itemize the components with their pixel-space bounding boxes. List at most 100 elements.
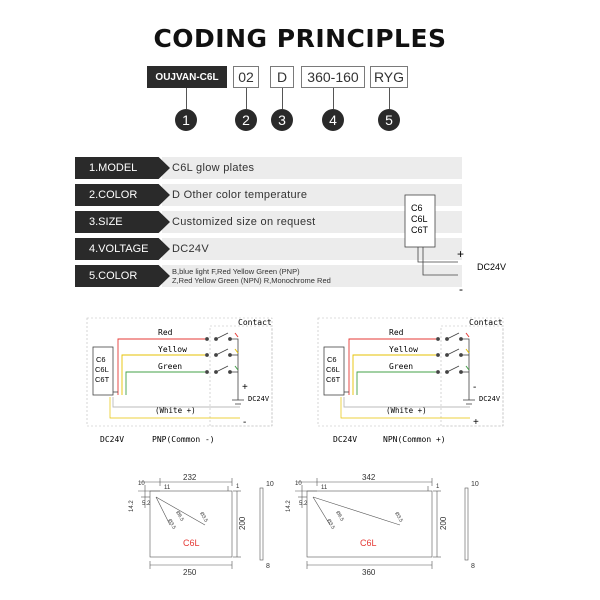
wire <box>422 247 458 276</box>
dashed-frame <box>317 317 504 427</box>
caption-voltage: DC24V <box>333 435 357 444</box>
dim-diameter: Ø3.5 <box>166 518 177 531</box>
device-box <box>404 194 436 248</box>
dim-offset: 10 <box>295 481 302 487</box>
device-label: C6T <box>95 375 110 384</box>
device-label: C6T <box>326 375 341 384</box>
dim-diameter: Ø3.5 <box>198 511 209 524</box>
page-title: CODING PRINCIPLES <box>153 24 447 53</box>
number-badge-5: 5 <box>378 109 400 131</box>
wire-label-red: Red <box>389 328 404 337</box>
number-badge-2: 2 <box>235 109 257 131</box>
dim-top: 342 <box>362 473 376 482</box>
plate-label: C6L <box>360 538 377 548</box>
wire-label-yellow: Yellow <box>158 345 187 354</box>
minus-sign: - <box>473 382 476 393</box>
connector-line <box>246 88 247 109</box>
device-label: C6L <box>95 365 109 374</box>
dim-bottom: 360 <box>362 568 376 577</box>
dim-edge: 1 <box>436 484 440 490</box>
device-label: C6L <box>411 214 428 224</box>
dim-edge: 1 <box>236 484 240 490</box>
dim-hole-offset: 5.2 <box>142 501 151 507</box>
dim-hole-distance: 11 <box>321 485 328 491</box>
voltage-label: DC24V <box>477 262 506 272</box>
dim-side-top: 10 <box>471 481 479 488</box>
voltage-label: DC24V <box>479 395 501 403</box>
dim-hole-vertical: 14.2 <box>286 500 292 512</box>
connector-line <box>186 88 187 109</box>
wire <box>109 397 240 419</box>
device-label: C6L <box>326 365 340 374</box>
spec-row-color-code: 5.COLOR B,blue light F,Red Yellow Green … <box>75 265 462 287</box>
minus-sign: - <box>459 282 463 296</box>
plus-sign: + <box>473 417 479 428</box>
connector-line <box>282 88 283 109</box>
dim-diameter: Ø3.5 <box>393 511 404 524</box>
number-badge-4: 4 <box>322 109 344 131</box>
plate-side <box>259 487 264 561</box>
dashed-frame <box>209 325 273 427</box>
dimension-drawing-left <box>138 478 264 569</box>
wire-red <box>348 338 436 395</box>
spec-key: 2.COLOR <box>75 184 170 206</box>
spec-value: D Other color temperature <box>162 184 462 206</box>
number-badge-3: 3 <box>271 109 293 131</box>
code-series: RYG <box>370 66 408 88</box>
connector-line <box>333 88 334 109</box>
spec-value: DC24V <box>162 238 462 260</box>
spec-key: 5.COLOR <box>75 265 170 287</box>
wire <box>340 397 470 419</box>
spec-key: 4.VOLTAGE <box>75 238 170 260</box>
contact-label: Contact <box>238 318 272 327</box>
caption-type: NPN(Common +) <box>383 435 446 444</box>
wire-label-yellow: Yellow <box>389 345 418 354</box>
spec-row-size: 3.SIZE Customized size on request <box>75 211 462 233</box>
device-label: C6T <box>411 225 429 235</box>
wire-label-green: Green <box>389 362 413 371</box>
dimension-drawing-right <box>295 478 469 569</box>
plate-label: C6L <box>183 538 200 548</box>
contact-label: Contact <box>469 318 503 327</box>
dim-height: 200 <box>238 516 247 530</box>
dim-hole-offset: 5.2 <box>299 501 308 507</box>
dim-side-top: 10 <box>266 481 274 488</box>
device-label: C6 <box>327 355 337 364</box>
device-box <box>92 346 114 396</box>
plus-sign: + <box>457 247 464 261</box>
wire-yellow <box>352 354 436 395</box>
wire-yellow <box>121 354 205 395</box>
dim-diameter: Ø6.5 <box>334 510 345 523</box>
caption-voltage: DC24V <box>100 435 124 444</box>
plus-sign: + <box>242 382 248 393</box>
dim-diameter: Ø3.5 <box>325 518 336 531</box>
dim-height: 200 <box>439 516 448 530</box>
spec-value-line-2: Z,Red Yellow Green (NPN) R,Monochrome Re… <box>172 276 331 285</box>
plate-outline <box>149 490 233 558</box>
wire-label-red: Red <box>158 328 173 337</box>
spec-value: C6L glow plates <box>162 157 462 179</box>
caption-type: PNP(Common -) <box>152 435 215 444</box>
wire-white <box>112 397 240 408</box>
spec-value-line-1: B,blue light F,Red Yellow Green (PNP) <box>172 267 300 276</box>
device-box <box>323 346 345 396</box>
wire-green <box>125 371 205 395</box>
dim-hole-vertical: 14.2 <box>129 500 135 512</box>
wire-white <box>343 397 470 408</box>
spec-row-color: 2.COLOR D Other color temperature <box>75 184 462 206</box>
side-wiring-diagram: C6 C6L C6T + - DC24V <box>404 194 506 296</box>
pnp-wiring-diagram: C6 C6L C6T Red Yellow Green (White +) Co… <box>86 317 273 444</box>
minus-sign: - <box>243 417 246 428</box>
dashed-frame <box>86 317 273 427</box>
code-color: 02 <box>233 66 259 88</box>
wire-label-green: Green <box>158 362 182 371</box>
voltage-label: DC24V <box>248 395 270 403</box>
dim-hole-distance: 11 <box>164 485 171 491</box>
dim-side-bottom: 8 <box>266 563 270 570</box>
dashed-frame <box>440 325 504 427</box>
wire-green <box>356 371 436 395</box>
code-voltage: 360-160 <box>301 66 365 88</box>
wire-label-white: (White +) <box>155 406 196 415</box>
wire-label-white: (White +) <box>386 406 427 415</box>
